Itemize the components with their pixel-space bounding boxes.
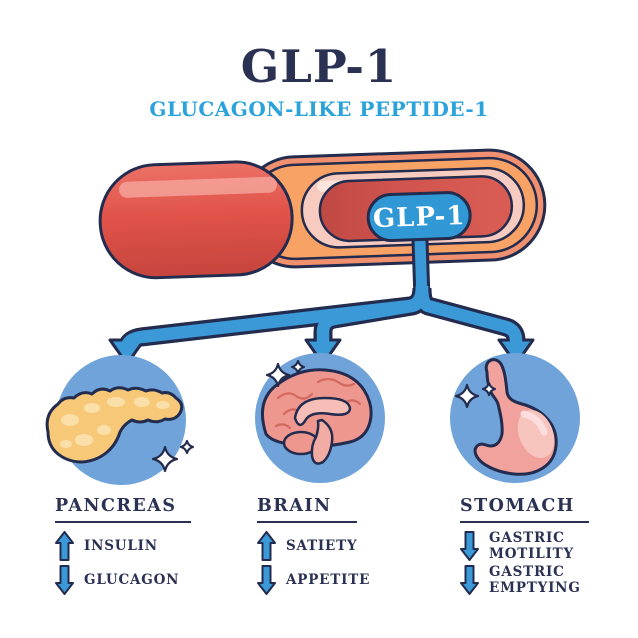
effect-label: INSULIN [84, 538, 158, 555]
blood-vessel-illustration: GLP-1 [98, 148, 547, 297]
pancreas-circle [45, 355, 195, 485]
effect-row: GLUCAGON [55, 565, 245, 596]
brain-stem [310, 418, 334, 465]
brain-illustration [261, 368, 373, 465]
sparkle-icon [151, 439, 195, 473]
pancreas-illustration [45, 386, 184, 464]
brain-inner-swirl [293, 396, 352, 427]
down-arrow-icon [257, 565, 276, 596]
effect-label: GASTRIC MOTILITY [489, 530, 574, 563]
stomach-circle [450, 353, 580, 483]
sparkle-icon [454, 381, 497, 409]
down-arrow-icon [460, 565, 479, 596]
glp1-pill: GLP-1 [366, 191, 472, 243]
stomach-label-group: STOMACH GASTRIC MOTILITY GASTRIC EMPTYIN… [460, 496, 638, 597]
glp1-pill-stem [411, 232, 431, 297]
effect-row: APPETITE [257, 565, 447, 596]
glp1-pill-label: GLP-1 [372, 201, 465, 234]
page-subtitle: GLUCAGON-LIKE PEPTIDE-1 [149, 97, 489, 121]
down-arrow-icon [55, 565, 74, 596]
up-arrow-icon [257, 531, 276, 562]
page-title: GLP-1 [240, 40, 398, 93]
pancreas-label-group: PANCREAS INSULIN GLUCAGON [55, 496, 245, 596]
effect-label: GLUCAGON [84, 572, 180, 589]
down-arrow-icon [460, 531, 479, 562]
organ-name-brain: BRAIN [257, 496, 357, 524]
up-arrow-icon [55, 531, 74, 562]
effect-row: INSULIN [55, 531, 245, 562]
brain-label-group: BRAIN SATIETY APPETITE [257, 496, 447, 596]
tube-highlight [119, 176, 277, 198]
organ-name-pancreas: PANCREAS [55, 496, 191, 524]
effect-row: SATIETY [257, 531, 447, 562]
brain-circle [255, 353, 385, 483]
organ-name-stomach: STOMACH [460, 496, 589, 524]
stomach-shading [517, 409, 555, 459]
stomach-gloss [520, 410, 548, 436]
sparkle-icon [265, 359, 306, 388]
glp1-branch-arrows [108, 285, 535, 366]
effect-label: GASTRIC EMPTYING [489, 564, 581, 597]
effect-row: GASTRIC EMPTYING [460, 564, 638, 597]
pancreas-texture [60, 397, 170, 448]
effect-row: GASTRIC MOTILITY [460, 530, 638, 563]
effect-label: SATIETY [286, 538, 358, 555]
effect-label: APPETITE [286, 572, 371, 589]
